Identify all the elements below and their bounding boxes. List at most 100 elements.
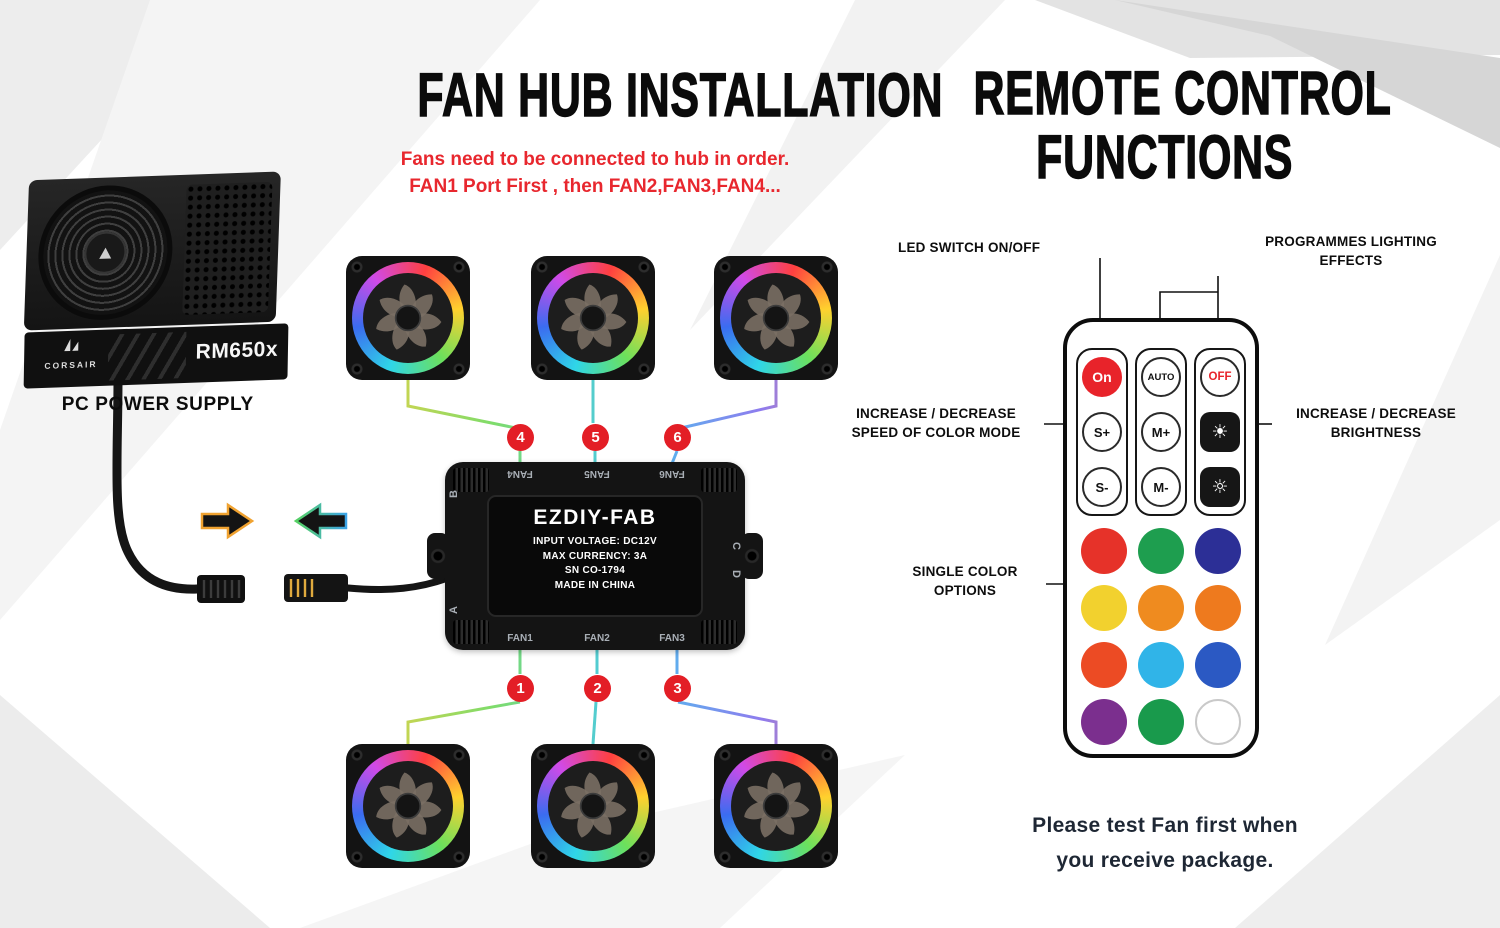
port-label-fan3: FAN3 <box>659 633 685 644</box>
callout-led-switch: LED SWITCH ON/OFF <box>898 240 1041 255</box>
callout-programmes: PROGRAMMES LIGHTING EFFECTS <box>1236 232 1466 270</box>
fan-hub-cap <box>394 304 422 332</box>
mode-minus-button: M- <box>1141 467 1181 507</box>
sata-connector-icon <box>284 574 452 602</box>
fan-blades <box>744 772 810 838</box>
hub-mount-ear <box>427 533 449 579</box>
fan-hub-cap <box>762 304 790 332</box>
auto-button: AUTO <box>1141 357 1181 397</box>
psu-stripes <box>107 331 187 381</box>
mode-plus-button: M+ <box>1141 412 1181 452</box>
corsair-sail-icon <box>99 246 112 259</box>
hub-brand: EZDIY-FAB <box>533 506 657 529</box>
sun-icon: ☼ <box>1211 476 1229 498</box>
hub-side-label-b: B <box>447 490 460 498</box>
color-option-cyan <box>1138 642 1184 688</box>
rgb-fan-1 <box>344 742 472 870</box>
fan-hub-cap <box>394 792 422 820</box>
rgb-fan-5 <box>529 254 657 382</box>
hub-connector-slots <box>701 620 737 644</box>
color-option-vermillion <box>1081 642 1127 688</box>
callout-speed-line2: SPEED OF COLOR MODE <box>851 425 1021 440</box>
port-number-badge-3: 3 <box>664 675 691 702</box>
callout-single-color-line2: OPTIONS <box>933 583 997 598</box>
psu-top-face <box>23 171 281 331</box>
port-number-badge-1: 1 <box>507 675 534 702</box>
hub-connector-slots <box>701 468 737 492</box>
hub-mount-ear <box>741 533 763 579</box>
callout-brightness-line1: INCREASE / DECREASE <box>1296 406 1456 421</box>
hub-spec-voltage: INPUT VOLTAGE: DC12V <box>533 536 657 547</box>
sun-icon: ☀ <box>1211 421 1229 443</box>
color-option-green-2 <box>1138 699 1184 745</box>
footer-note: Please test Fan first when you receive p… <box>960 808 1370 878</box>
port-number-badge-4: 4 <box>507 424 534 451</box>
remote-column-middle: AUTO M+ M- <box>1135 348 1187 516</box>
psu-fan-grille <box>36 183 175 323</box>
remote-column-left: On S+ S- <box>1076 348 1128 516</box>
port-label-fan5: FAN5 <box>584 468 610 479</box>
remote-column-right: OFF ☀ ☼ <box>1194 348 1246 516</box>
color-option-red <box>1081 528 1127 574</box>
port-number-badge-2: 2 <box>584 675 611 702</box>
rgb-fan-6 <box>712 254 840 382</box>
brightness-up-button: ☀ <box>1200 412 1240 452</box>
rgb-fan-4 <box>344 254 472 382</box>
fan-blades <box>376 284 442 350</box>
on-button: On <box>1082 357 1122 397</box>
corsair-logo: CORSAIR <box>36 338 106 371</box>
remote-title-line2: FUNCTIONS <box>1036 123 1294 192</box>
callout-brightness-line2: BRIGHTNESS <box>1330 425 1422 440</box>
hub-connector-slots <box>453 468 489 492</box>
fan-hub-cap <box>579 304 607 332</box>
port-number-badge-5: 5 <box>582 424 609 451</box>
callout-speed: INCREASE / DECREASE SPEED OF COLOR MODE <box>828 404 1044 442</box>
speed-minus-button: S- <box>1082 467 1122 507</box>
color-option-purple <box>1081 699 1127 745</box>
hub-side-label-c: C <box>730 542 743 550</box>
hub-spec-origin: MADE IN CHINA <box>554 579 636 591</box>
hub-connector-slots <box>453 620 489 644</box>
callout-programmes-line1: PROGRAMMES LIGHTING <box>1265 234 1437 249</box>
color-option-orange <box>1138 585 1184 631</box>
hub-instructions-line2: FAN1 Port First , then FAN2,FAN3,FAN4... <box>409 176 781 197</box>
callout-single-color-line1: SINGLE COLOR <box>912 564 1018 579</box>
rgb-fan-3 <box>712 742 840 870</box>
hub-spec-serial: SN CO-1794 <box>564 565 626 576</box>
color-option-blue <box>1195 642 1241 688</box>
fan-blades <box>376 772 442 838</box>
fan-hub-cap <box>762 792 790 820</box>
color-option-green <box>1138 528 1184 574</box>
color-option-white <box>1195 699 1241 745</box>
hub-spec-current: MAX CURRENCY: 3A <box>542 550 648 562</box>
psu-fan-center-cap <box>83 230 128 275</box>
corsair-sails-icon <box>64 338 79 352</box>
hub-instructions: Fans need to be connected to hub in orde… <box>325 146 865 200</box>
speed-plus-button: S+ <box>1082 412 1122 452</box>
hub-label-plate: EZDIY-FAB INPUT VOLTAGE: DC12V MAX CURRE… <box>487 495 703 617</box>
psu-front-face: CORSAIR RM650x <box>23 323 289 389</box>
callout-programmes-line2: EFFECTS <box>1319 253 1383 268</box>
remote-title: REMOTE CONTROL FUNCTIONS <box>900 59 1430 192</box>
hub-side-label-a: A <box>447 606 460 614</box>
port-label-fan4: FAN4 <box>507 468 533 479</box>
callout-speed-line1: INCREASE / DECREASE <box>856 406 1016 421</box>
color-option-dark-blue <box>1195 528 1241 574</box>
off-button: OFF <box>1200 357 1240 397</box>
plug-direction-arrows-icon <box>200 502 348 540</box>
psu-caption: PC POWER SUPPLY <box>61 393 254 415</box>
psu-brand-text: CORSAIR <box>44 359 98 371</box>
footer-note-line1: Please test Fan first when <box>1032 814 1298 837</box>
single-color-options-grid <box>1081 528 1241 745</box>
port-label-fan2: FAN2 <box>584 633 610 644</box>
remote-title-line1: REMOTE CONTROL <box>973 59 1392 128</box>
psu-model-text: RM650x <box>195 337 279 364</box>
rgb-fan-2 <box>529 742 657 870</box>
fan-blades <box>561 284 627 350</box>
port-label-fan6: FAN6 <box>659 468 685 479</box>
callout-brightness: INCREASE / DECREASE BRIGHTNESS <box>1276 404 1476 442</box>
fan-hub-title-text: FAN HUB INSTALLATION <box>417 61 944 130</box>
four-pin-connector-icon <box>197 575 245 603</box>
fan-blades <box>744 284 810 350</box>
